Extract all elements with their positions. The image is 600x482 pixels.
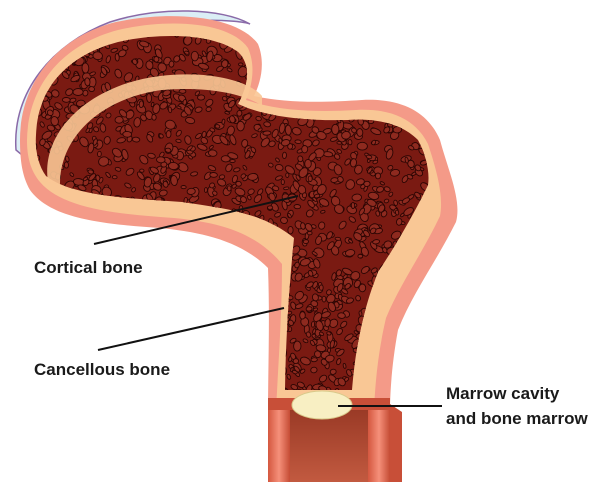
marrow-label-line1: Marrow cavity xyxy=(446,381,588,406)
marrow-cavity-label: Marrow cavity and bone marrow xyxy=(446,381,588,431)
cortical-bone-label: Cortical bone xyxy=(34,255,143,280)
marrow-label-line2: and bone marrow xyxy=(446,406,588,431)
cancellous-bone-label: Cancellous bone xyxy=(34,357,170,382)
cancellous-bone-pointer xyxy=(98,308,284,350)
